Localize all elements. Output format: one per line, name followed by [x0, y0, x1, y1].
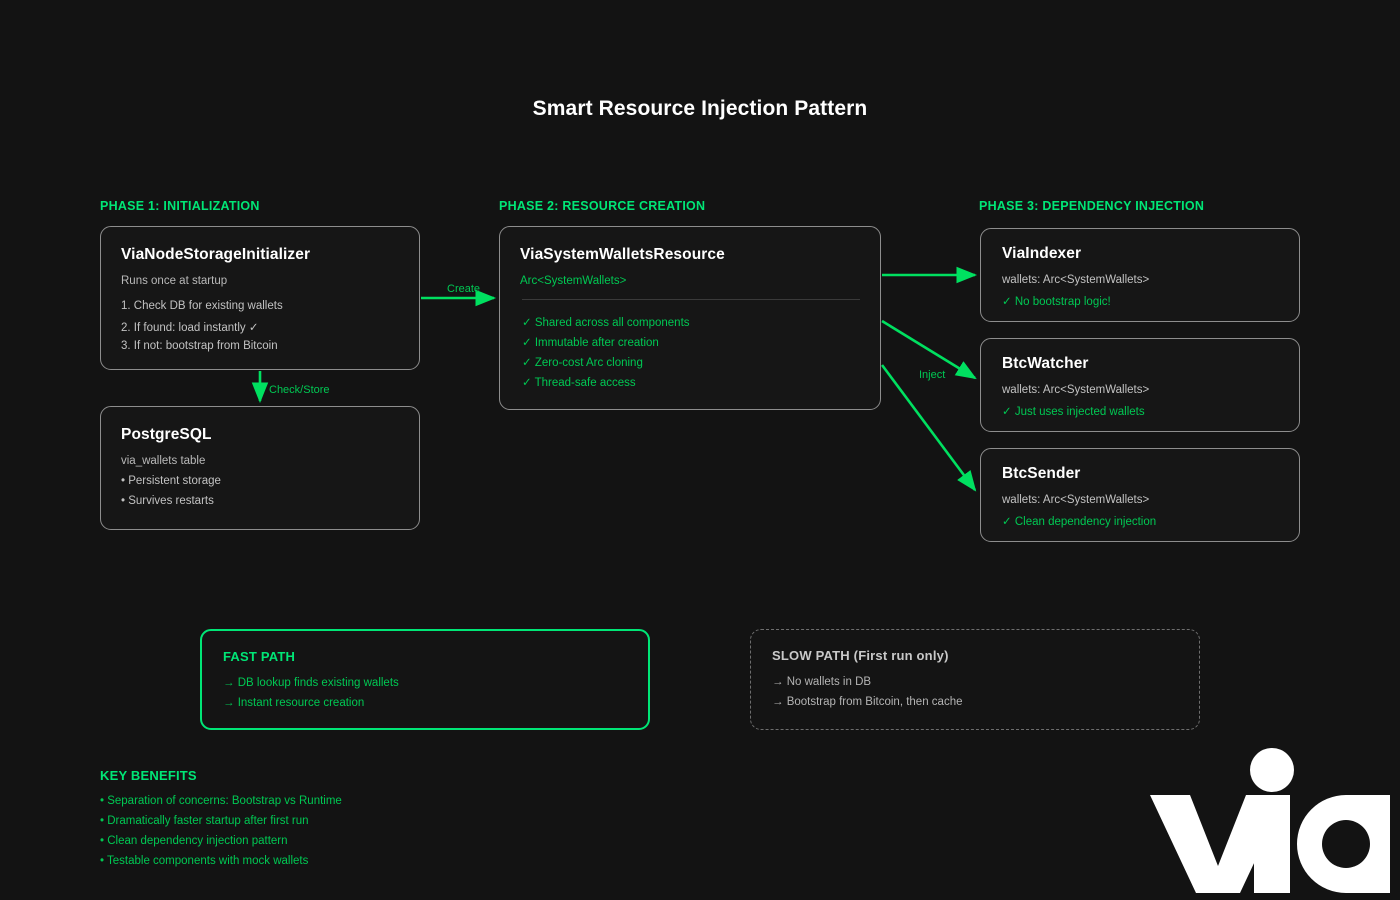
page-title: Smart Resource Injection Pattern	[532, 97, 868, 120]
node-note: ✓ No bootstrap logic!	[1002, 296, 1111, 308]
node-step-2: 2. If found: load instantly ✓	[121, 322, 259, 334]
key-benefits-title: KEY BENEFITS	[100, 768, 197, 783]
node-title: BtcSender	[1002, 465, 1081, 482]
arrow-inject-sender	[880, 364, 977, 492]
node-postgresql[interactable]: PostgreSQL via_wallets table • Persisten…	[100, 406, 420, 530]
node-type-signature: Arc<SystemWallets>	[520, 275, 627, 287]
edge-label-inject: Inject	[919, 369, 946, 381]
key-benefit-item: • Dramatically faster startup after firs…	[100, 815, 309, 827]
node-divider	[522, 299, 860, 300]
node-via-indexer[interactable]: ViaIndexer wallets: Arc<SystemWallets> ✓…	[980, 228, 1300, 322]
fast-path-line-1: → DB lookup finds existing wallets	[223, 677, 399, 689]
node-bullet-1: • Persistent storage	[121, 475, 221, 487]
node-subtitle: Runs once at startup	[121, 275, 228, 287]
node-field: wallets: Arc<SystemWallets>	[1002, 274, 1150, 286]
node-step-1: 1. Check DB for existing wallets	[121, 300, 283, 312]
phase-1-header: PHASE 1: INITIALIZATION	[100, 199, 260, 213]
node-feature-4: ✓ Thread-safe access	[522, 377, 636, 389]
fast-path-title: FAST PATH	[223, 649, 296, 664]
key-benefit-item: • Testable components with mock wallets	[100, 855, 309, 867]
edge-label-check-store: Check/Store	[269, 384, 330, 396]
slow-path-title: SLOW PATH (First run only)	[772, 648, 949, 663]
node-field: wallets: Arc<SystemWallets>	[1002, 384, 1150, 396]
fast-path-box[interactable]: FAST PATH → DB lookup finds existing wal…	[200, 629, 650, 730]
node-feature-1: ✓ Shared across all components	[522, 317, 690, 329]
via-logo	[1150, 748, 1390, 893]
key-benefit-item: • Separation of concerns: Bootstrap vs R…	[100, 795, 342, 807]
node-btc-watcher[interactable]: BtcWatcher wallets: Arc<SystemWallets> ✓…	[980, 338, 1300, 432]
node-title: ViaSystemWalletsResource	[520, 246, 725, 263]
node-btc-sender[interactable]: BtcSender wallets: Arc<SystemWallets> ✓ …	[980, 448, 1300, 542]
node-feature-3: ✓ Zero-cost Arc cloning	[522, 357, 643, 369]
key-benefit-item: • Clean dependency injection pattern	[100, 835, 288, 847]
node-feature-2: ✓ Immutable after creation	[522, 337, 659, 349]
slow-path-line-2: → Bootstrap from Bitcoin, then cache	[772, 696, 963, 708]
node-via-node-storage-initializer[interactable]: ViaNodeStorageInitializer Runs once at s…	[100, 226, 420, 370]
edge-label-create: Create	[447, 283, 481, 295]
node-note: ✓ Clean dependency injection	[1002, 516, 1157, 528]
node-field: wallets: Arc<SystemWallets>	[1002, 494, 1150, 506]
slow-path-line-1: → No wallets in DB	[772, 676, 872, 688]
node-title: ViaIndexer	[1002, 245, 1082, 262]
node-bullet-2: • Survives restarts	[121, 495, 214, 507]
node-subtitle: via_wallets table	[121, 455, 206, 467]
node-note: ✓ Just uses injected wallets	[1002, 406, 1145, 418]
node-step-3: 3. If not: bootstrap from Bitcoin	[121, 340, 278, 352]
slow-path-box[interactable]: SLOW PATH (First run only) → No wallets …	[750, 629, 1200, 730]
phase-2-header: PHASE 2: RESOURCE CREATION	[499, 199, 706, 213]
node-via-system-wallets-resource[interactable]: ViaSystemWalletsResource Arc<SystemWalle…	[499, 226, 881, 410]
node-title: ViaNodeStorageInitializer	[121, 246, 311, 263]
node-title: BtcWatcher	[1002, 355, 1089, 372]
phase-3-header: PHASE 3: DEPENDENCY INJECTION	[979, 199, 1205, 213]
node-title: PostgreSQL	[121, 426, 212, 443]
fast-path-line-2: → Instant resource creation	[223, 697, 365, 709]
